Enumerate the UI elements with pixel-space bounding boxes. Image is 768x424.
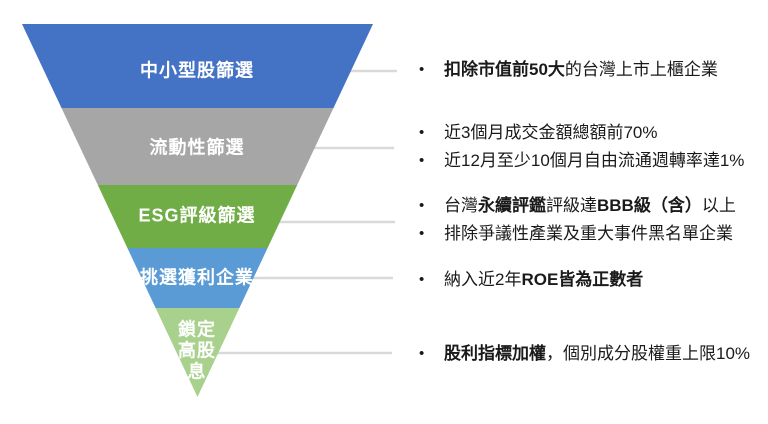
bullet-text: 近3個月成交金額總額前70%	[444, 119, 657, 147]
funnel-band-label-4: 挑選獲利企業	[140, 267, 254, 288]
bullet-text-segment: ，個別成分股權重上限10%	[546, 344, 751, 363]
bullet-text: 股利指標加權，個別成分股權重上限10%	[444, 340, 750, 368]
bullet-marker: •	[419, 61, 425, 78]
bullet-group-3: • 台灣永續評鑑評級達BBB級（含）以上 • 排除爭議性產業及重大事件黑名單企業	[410, 192, 736, 248]
bullet-marker: •	[419, 197, 425, 214]
bullet-text-segment: 股利指標加權	[444, 344, 546, 363]
bullet-row: • 納入近2年ROE皆為正數者	[410, 266, 643, 294]
bullet-text-segment: 以上	[701, 196, 736, 215]
bullet-group-4: • 納入近2年ROE皆為正數者	[410, 266, 643, 294]
bullet-row: • 台灣永續評鑑評級達BBB級（含）以上	[410, 192, 736, 220]
bullet-text-segment: 扣除市值前50大	[444, 60, 565, 79]
funnel-band-3	[97, 185, 298, 248]
bullet-marker: •	[419, 345, 425, 362]
bullet-text-segment: 近3個月成交金額總額前70%	[444, 123, 658, 142]
bullet-group-2: • 近3個月成交金額總額前70% • 近12月至少10個月自由流通週轉率達1%	[410, 119, 744, 175]
bullet-marker: •	[419, 225, 425, 242]
bullet-row: • 近12月至少10個月自由流通週轉率達1%	[410, 147, 744, 175]
funnel-band-label-1: 中小型股篩選	[140, 60, 254, 81]
bullet-text: 排除爭議性產業及重大事件黑名單企業	[444, 220, 733, 248]
bullet-text-segment: ROE皆為正數者	[521, 270, 644, 289]
bullet-text-segment: BBB級（含）	[597, 196, 702, 215]
funnel-band-2	[61, 108, 334, 185]
bullet-row: • 股利指標加權，個別成分股權重上限10%	[410, 340, 750, 368]
bullet-text-segment: 台灣	[444, 196, 478, 215]
bullet-group-5: • 股利指標加權，個別成分股權重上限10%	[410, 340, 750, 368]
bullet-text: 近12月至少10個月自由流通週轉率達1%	[444, 147, 744, 175]
bullet-row: • 排除爭議性產業及重大事件黑名單企業	[410, 220, 736, 248]
bullet-text: 納入近2年ROE皆為正數者	[444, 266, 643, 294]
bullet-marker: •	[419, 271, 425, 288]
bullet-row: • 近3個月成交金額總額前70%	[410, 119, 744, 147]
funnel-band-label-3: ESG評級篩選	[138, 205, 256, 226]
funnel-band-4	[127, 248, 268, 308]
bullet-text-segment: 近12月至少10個月自由流通週轉率達1%	[444, 151, 745, 170]
bullet-group-1: • 扣除市值前50大的台灣上市上櫃企業	[410, 56, 718, 84]
bullet-text: 扣除市值前50大的台灣上市上櫃企業	[444, 56, 718, 84]
bullet-text-segment: 的台灣上市上櫃企業	[564, 60, 718, 79]
bullet-text-segment: 排除爭議性產業及重大事件黑名單企業	[444, 224, 733, 243]
funnel-band-1	[22, 24, 373, 108]
funnel-band-label-5: 鎖定高股息	[178, 319, 216, 382]
funnel-band-5	[155, 308, 240, 397]
bullet-text: 台灣永續評鑑評級達BBB級（含）以上	[444, 192, 736, 220]
bullet-marker: •	[419, 124, 425, 141]
bullet-text-segment: 評級達	[546, 196, 597, 215]
bullet-text-segment: 納入近2年	[444, 270, 522, 289]
funnel-band-label-2: 流動性篩選	[149, 137, 245, 158]
bullet-row: • 扣除市值前50大的台灣上市上櫃企業	[410, 56, 718, 84]
bullet-text-segment: 永續評鑑	[478, 196, 546, 215]
bullet-marker: •	[419, 152, 425, 169]
